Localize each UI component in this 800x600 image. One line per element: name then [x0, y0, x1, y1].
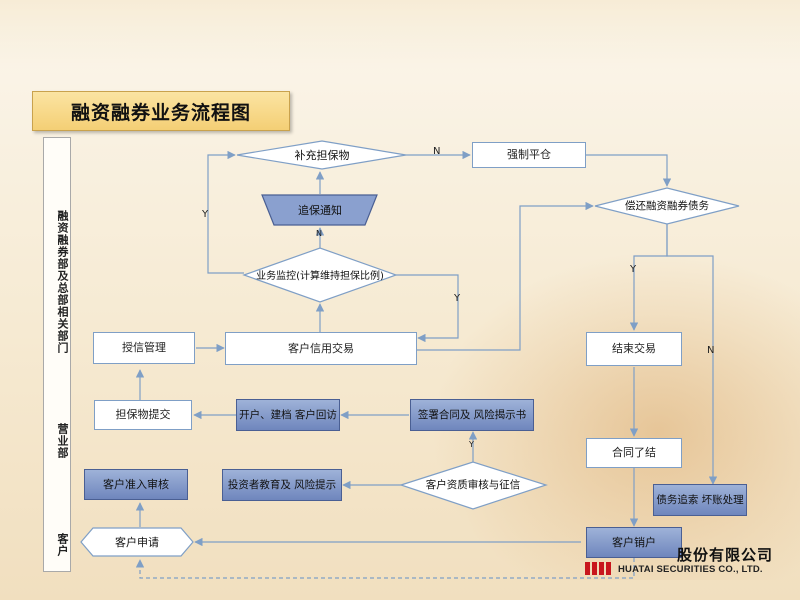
- department-column: 融资融券部及总部相关部门 营业部 客户: [43, 137, 71, 572]
- edge-label-y-close: Y: [630, 264, 637, 275]
- company-name-cn: 股份有限公司: [677, 546, 774, 564]
- decision-repay-debt-shape: [594, 187, 740, 225]
- company-name-en: HUATAI SECURITIES CO., LTD.: [618, 564, 763, 575]
- node-monitoring: 业务监控(计算维持担保比例): [256, 270, 384, 282]
- node-qualification-review: 客户资质审核与征信: [425, 478, 521, 491]
- node-debt-recovery: 债务追索 坏账处理: [653, 484, 747, 516]
- decision-qualification-shape: [399, 461, 548, 510]
- node-account-opening: 开户、建档 客户回访: [236, 399, 340, 431]
- diagram-title: 融资融券业务流程图: [32, 91, 290, 131]
- node-credit-trading: 客户信用交易: [225, 332, 417, 365]
- company-logo: 股份有限公司 HUATAI SECURITIES CO., LTD.: [585, 542, 790, 582]
- dept-label-branch: 营业部: [56, 423, 69, 459]
- node-admission-review: 客户准入审核: [84, 469, 188, 500]
- dept-label-hq: 融资融券部及总部相关部门: [56, 210, 69, 354]
- node-forced-liquidation: 强制平仓: [472, 142, 586, 168]
- edge-label-y-review: Y: [469, 440, 474, 449]
- node-margin-call: 追保通知: [298, 203, 342, 217]
- edge-label-n-recovery: N: [707, 345, 715, 356]
- background-band: [0, 0, 800, 70]
- edge-label-n-margin: N: [316, 229, 322, 238]
- node-close-trade: 结束交易: [586, 332, 682, 366]
- node-collateral-submission: 担保物提交: [94, 400, 192, 430]
- edge-label-n-liquidation: N: [433, 146, 441, 157]
- node-sign-contract: 签署合同及 风险揭示书: [410, 399, 534, 431]
- margin-call-shape: [261, 194, 378, 226]
- company-logo-icon: [585, 562, 611, 575]
- dept-label-client: 客户: [56, 533, 69, 557]
- client-application-shape: [80, 527, 194, 557]
- node-credit-management: 授信管理: [93, 332, 195, 364]
- node-repay-debt: 偿还融资融券债务: [625, 199, 709, 212]
- node-investor-education: 投资者教育及 风险提示: [222, 469, 342, 501]
- node-add-collateral: 补充担保物: [294, 148, 350, 162]
- node-client-application: 客户申请: [115, 535, 159, 549]
- node-close-account: 客户销户: [586, 527, 682, 558]
- edge-label-y-add: Y: [202, 209, 209, 220]
- node-contract-settlement: 合同了结: [586, 438, 682, 468]
- edge-label-y-monitor: Y: [454, 293, 461, 304]
